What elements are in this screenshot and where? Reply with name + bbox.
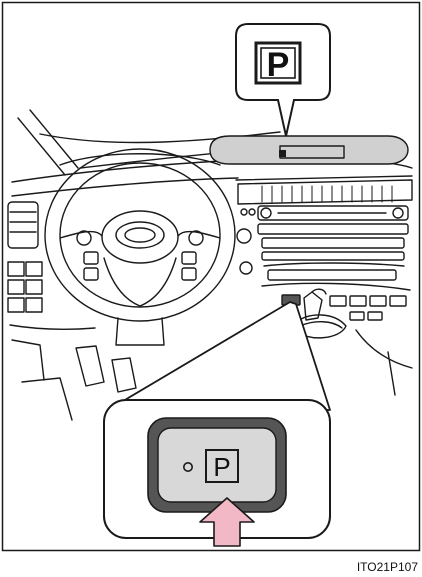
p-button-label: P — [213, 452, 230, 482]
figure-code: ITO21P107 — [357, 560, 418, 574]
p-indicator-label: P — [267, 46, 290, 84]
p-button-callout: P — [104, 302, 330, 546]
indicator-callout: P — [236, 24, 330, 136]
display-indicator-marker — [279, 150, 286, 157]
